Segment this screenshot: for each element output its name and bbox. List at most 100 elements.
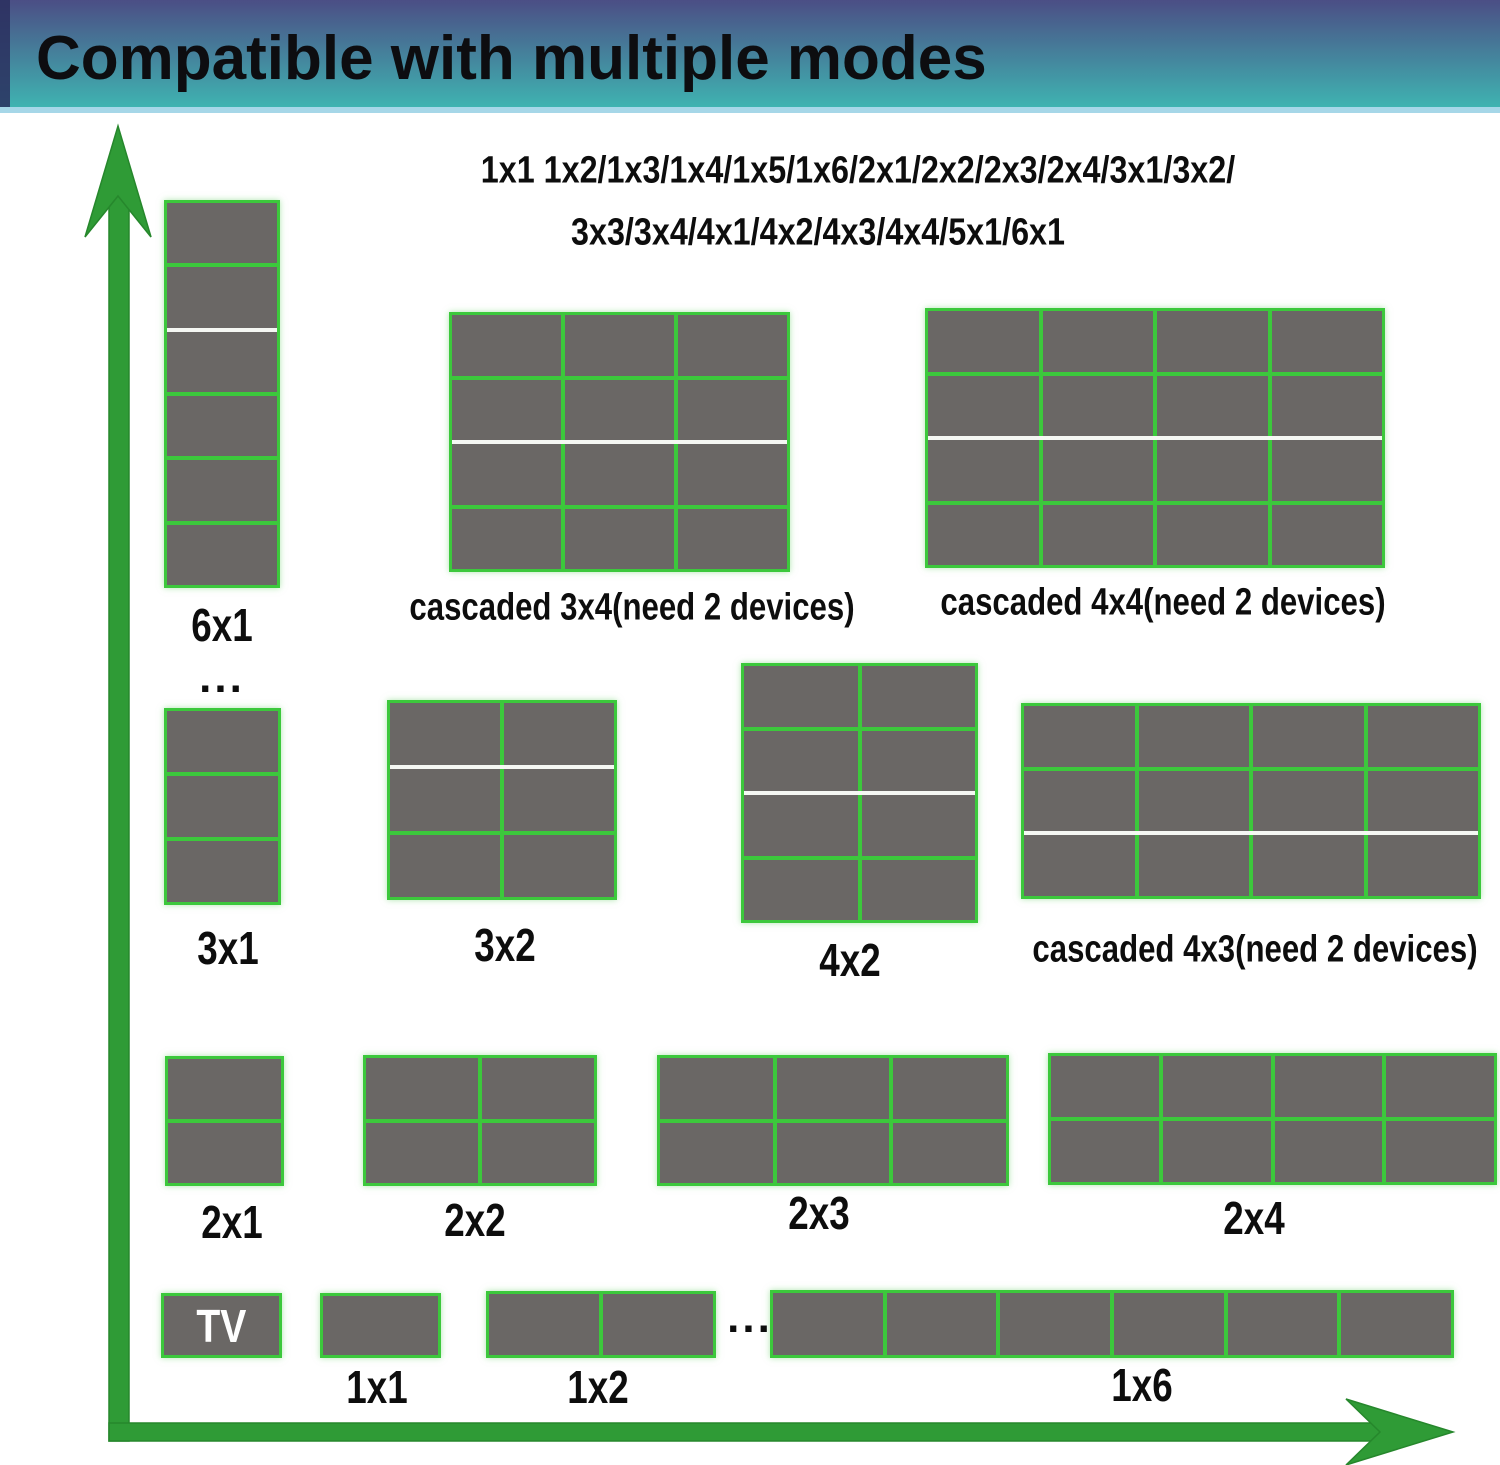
screen-cell bbox=[1138, 835, 1249, 896]
panel-2x2 bbox=[363, 1055, 597, 1186]
screen-cell bbox=[678, 444, 787, 505]
screen-cell bbox=[928, 504, 1039, 565]
panel-label-text: 2x4 bbox=[1223, 1192, 1285, 1244]
panel-4x2 bbox=[741, 663, 978, 923]
screen-cell bbox=[167, 776, 278, 837]
screen-cell bbox=[565, 315, 674, 376]
screen-cell bbox=[1138, 770, 1249, 832]
tv-box-label: TV bbox=[164, 1296, 279, 1355]
screen-cell bbox=[1386, 1056, 1494, 1117]
panel-2x4 bbox=[1048, 1053, 1497, 1185]
ellipsis-mark: ... bbox=[727, 1293, 773, 1342]
panel-label-2x3: 2x3 bbox=[781, 1186, 858, 1240]
screen-cell bbox=[390, 835, 500, 897]
panel-2x1 bbox=[165, 1056, 284, 1186]
screen-cell bbox=[928, 311, 1039, 372]
panel-cascaded-4x4 bbox=[925, 308, 1385, 568]
screen-cell bbox=[744, 730, 858, 791]
screen-cell bbox=[1274, 1056, 1383, 1117]
screen-cell bbox=[1157, 440, 1268, 501]
panel-label-text: 1x1 bbox=[346, 1361, 408, 1413]
screen-cell bbox=[565, 379, 674, 440]
panel-label-2x1: 2x1 bbox=[194, 1195, 271, 1249]
screen-cell bbox=[603, 1294, 713, 1355]
screen-cell bbox=[1024, 706, 1135, 767]
panel-label-text: cascaded 4x3(need 2 devices) bbox=[1032, 928, 1478, 971]
screen-cell bbox=[390, 769, 500, 831]
panel-label-text: 2x1 bbox=[201, 1196, 263, 1248]
screen-cell bbox=[1253, 835, 1364, 896]
x-axis-arrow-icon bbox=[108, 1398, 1456, 1465]
screen-cell bbox=[164, 1296, 279, 1355]
screen-cell bbox=[744, 859, 858, 920]
screen-cell bbox=[167, 267, 277, 328]
screen-cell bbox=[1367, 835, 1478, 896]
panel-label-cascaded-3x4: cascaded 3x4(need 2 devices) bbox=[361, 587, 904, 630]
white-divider-line bbox=[744, 791, 975, 795]
screen-cell bbox=[1157, 504, 1268, 565]
panel-label-1x2: 1x2 bbox=[560, 1360, 637, 1414]
white-divider-line bbox=[1024, 831, 1478, 836]
screen-cell bbox=[168, 1123, 281, 1183]
screen-cell bbox=[489, 1294, 599, 1355]
screen-cell bbox=[1367, 770, 1478, 832]
page-title: Compatible with multiple modes bbox=[36, 23, 987, 93]
screen-cell bbox=[366, 1058, 478, 1119]
ellipsis-mark: ... bbox=[199, 653, 245, 702]
white-divider-line bbox=[167, 327, 277, 332]
panel-label-text: cascaded 3x4(need 2 devices) bbox=[409, 586, 855, 629]
screen-cell bbox=[1000, 1293, 1110, 1355]
screen-cell bbox=[861, 795, 975, 856]
panel-label-text: 1x6 bbox=[1111, 1359, 1173, 1411]
header-bottom-strip bbox=[0, 107, 1500, 113]
panel-3x1 bbox=[164, 708, 281, 905]
y-axis-arrow-icon bbox=[84, 123, 152, 1442]
screen-cell bbox=[452, 379, 561, 440]
panel-label-text: 2x3 bbox=[788, 1187, 850, 1239]
screen-cell bbox=[678, 315, 787, 376]
screen-cell bbox=[167, 711, 278, 772]
screen-cell bbox=[1024, 835, 1135, 896]
modes-list-line-2: 3x3/3x4/4x1/4x2/4x3/4x4/5x1/6x1 bbox=[571, 211, 1065, 254]
panel-label-text: cascaded 4x4(need 2 devices) bbox=[940, 581, 1386, 624]
screen-cell bbox=[1271, 311, 1382, 372]
panel-1x2 bbox=[486, 1291, 716, 1358]
screen-cell bbox=[1157, 311, 1268, 372]
screen-cell bbox=[565, 444, 674, 505]
screen-cell bbox=[773, 1293, 883, 1355]
screen-cell bbox=[1042, 375, 1153, 436]
screen-cell bbox=[928, 375, 1039, 436]
screen-cell bbox=[452, 508, 561, 569]
screen-cell bbox=[504, 769, 614, 831]
screen-cell bbox=[1227, 1293, 1338, 1355]
panel-label-1x1: 1x1 bbox=[339, 1360, 416, 1414]
screen-cell bbox=[167, 396, 277, 457]
panel-2x3 bbox=[657, 1055, 1009, 1186]
white-divider-line bbox=[390, 765, 614, 769]
screen-cell bbox=[167, 524, 277, 585]
panel-label-2x2: 2x2 bbox=[437, 1193, 514, 1247]
screen-cell bbox=[1051, 1056, 1159, 1117]
panel-label-3x1: 3x1 bbox=[190, 921, 267, 975]
screen-cell bbox=[1042, 440, 1153, 501]
white-divider-line bbox=[452, 440, 787, 444]
screen-cell bbox=[1024, 770, 1135, 832]
screen-cell bbox=[1162, 1121, 1271, 1182]
panel-label-text: 6x1 bbox=[191, 599, 253, 651]
panel-label-text: 1x2 bbox=[567, 1361, 629, 1413]
screen-cell bbox=[776, 1058, 890, 1119]
screen-cell bbox=[482, 1122, 594, 1183]
panel-6x1 bbox=[164, 200, 280, 588]
screen-cell bbox=[323, 1296, 438, 1355]
panel-3x2 bbox=[387, 700, 617, 900]
panel-label-text: 2x2 bbox=[444, 1194, 506, 1246]
screen-cell bbox=[1271, 504, 1382, 565]
panel-label-cascaded-4x4: cascaded 4x4(need 2 devices) bbox=[892, 582, 1435, 625]
screen-cell bbox=[167, 841, 278, 902]
screen-cell bbox=[893, 1122, 1006, 1183]
panel-label-text: 3x2 bbox=[474, 919, 536, 971]
screen-cell bbox=[167, 203, 277, 264]
panel-cascaded-4x3 bbox=[1021, 703, 1481, 899]
panel-1x1 bbox=[320, 1293, 441, 1358]
screen-cell bbox=[452, 444, 561, 505]
